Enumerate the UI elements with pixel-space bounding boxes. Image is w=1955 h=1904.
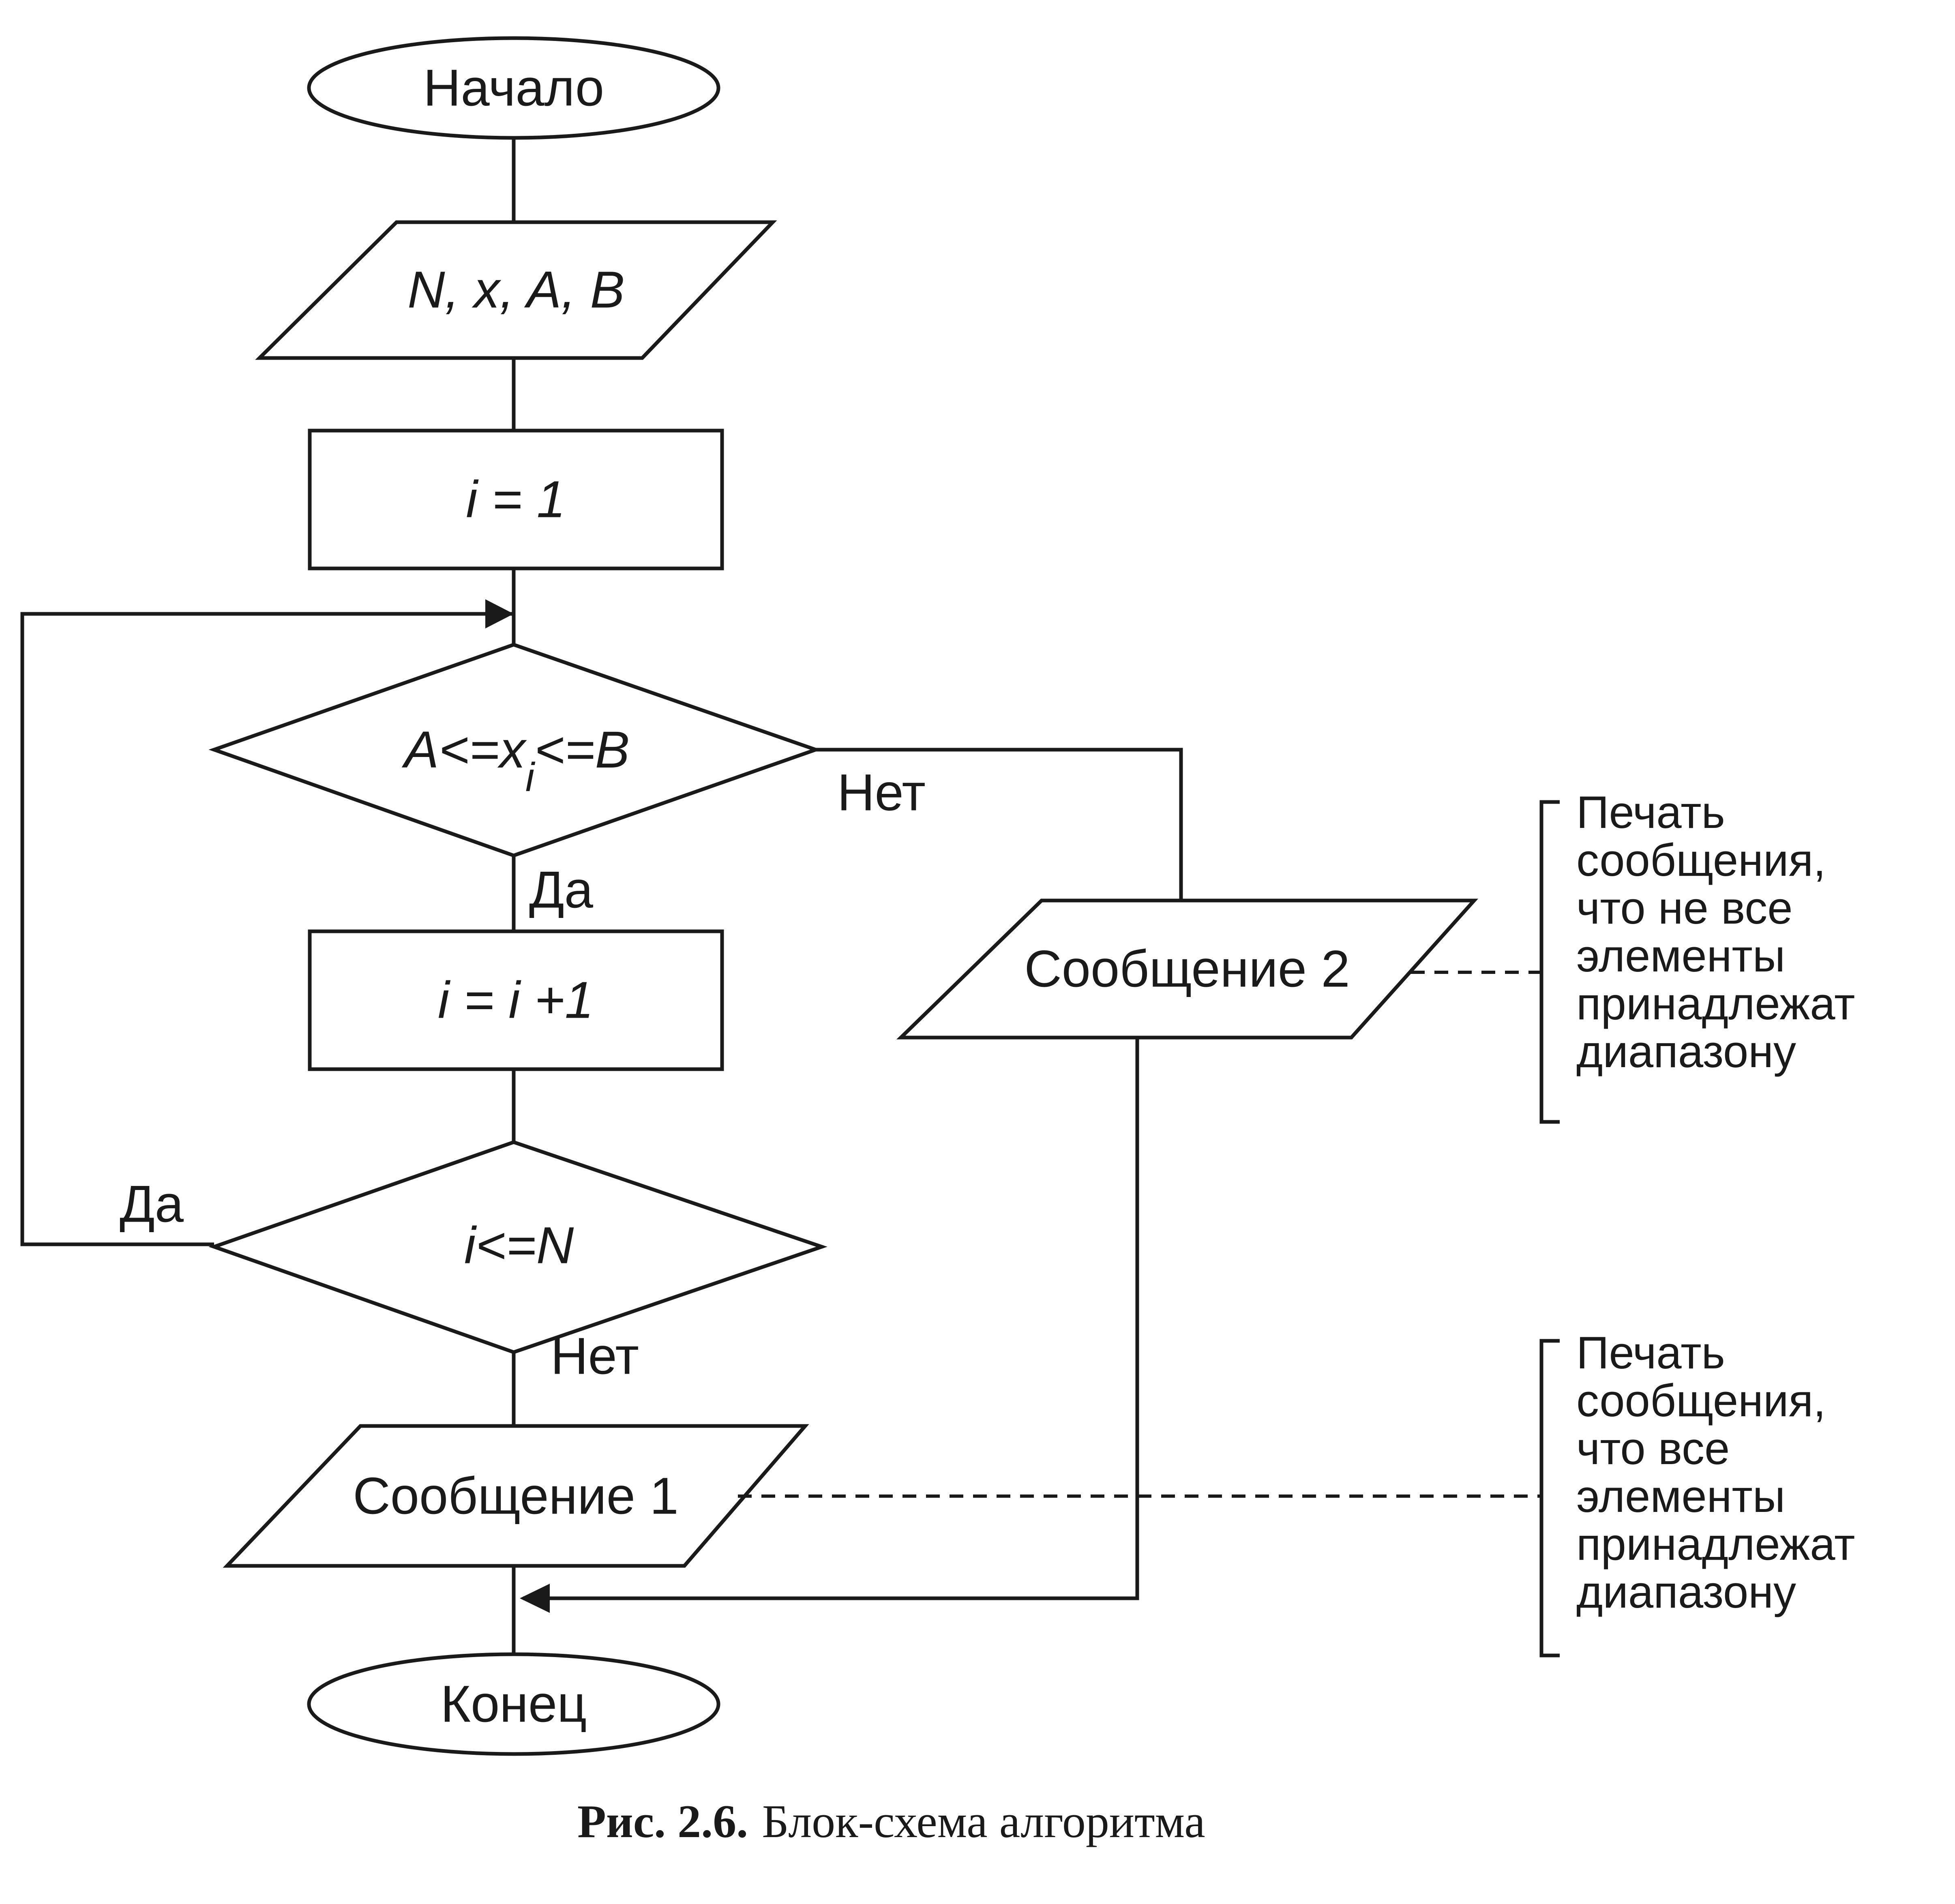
input-label: N, x, A, B — [407, 261, 625, 319]
init-node: i = 1 — [308, 429, 724, 570]
cond2-no-label: Нет — [551, 1327, 639, 1385]
start-node: Начало — [307, 36, 720, 140]
connector-msg2-merge — [523, 1038, 1139, 1600]
cond2-yes-label: Да — [120, 1175, 184, 1233]
end-node: Конец — [307, 1652, 720, 1756]
note-msg1-line: принадлежат — [1576, 1519, 1855, 1570]
increment-node: i = i +1 — [308, 929, 724, 1071]
end-label: Конец — [441, 1675, 587, 1733]
msg1-node: Сообщение 1 — [223, 1424, 809, 1568]
start-label: Начало — [423, 59, 604, 117]
msg2-node: Сообщение 2 — [896, 898, 1479, 1040]
note-msg2-line: элементы — [1576, 931, 1785, 981]
comment-bracket-msg1 — [1539, 1339, 1560, 1657]
increment-label: i = i +1 — [438, 971, 594, 1029]
note-msg2-line: диапазону — [1576, 1026, 1796, 1077]
cond2-node: i<=N — [208, 1140, 827, 1354]
msg2-label: Сообщение 2 — [1024, 940, 1350, 998]
loop-back-arrowhead — [485, 599, 514, 628]
cond2-label: i<=N — [464, 1217, 574, 1275]
cond1-label: A<=xi<=B — [401, 721, 630, 800]
note-msg1-line: сообщения, — [1576, 1375, 1826, 1426]
loop-back-line — [20, 612, 514, 1246]
cond1-rhs: <=B — [534, 721, 630, 779]
note-msg1-line: диапазону — [1576, 1567, 1796, 1617]
merge-arrowhead — [520, 1584, 550, 1613]
cond1-no-label: Нет — [837, 764, 926, 822]
msg1-label: Сообщение 1 — [353, 1467, 678, 1525]
caption-number: Рис. 2.6. — [577, 1796, 748, 1848]
connector-cond1-no — [816, 748, 1183, 901]
caption-text: Блок-схема алгоритма — [762, 1796, 1205, 1848]
cond1-lhs: A<=x — [401, 721, 527, 779]
note-msg1-line: Печать — [1576, 1327, 1725, 1378]
note-msg1: Печать сообщения, что все элементы прина… — [1576, 1327, 1868, 1617]
input-node: N, x, A, B — [255, 220, 777, 360]
cond1-sub: i — [525, 755, 536, 800]
cond1-yes-label: Да — [529, 861, 594, 919]
comment-bracket-msg2 — [1539, 800, 1560, 1124]
note-msg2-line: принадлежат — [1576, 978, 1855, 1029]
note-msg2-line: Печать — [1576, 787, 1725, 838]
note-msg2-line: сообщения, — [1576, 835, 1826, 886]
note-msg2: Печать сообщения, что не все элементы пр… — [1576, 787, 1868, 1077]
note-msg2-line: что не все — [1576, 883, 1793, 933]
init-label: i = 1 — [466, 471, 566, 529]
note-msg1-line: что все — [1576, 1423, 1730, 1474]
figure-caption: Рис. 2.6. Блок-схема алгоритма — [577, 1796, 1205, 1848]
note-msg1-line: элементы — [1576, 1471, 1785, 1522]
cond1-node: A<=xi<=B — [208, 643, 821, 858]
